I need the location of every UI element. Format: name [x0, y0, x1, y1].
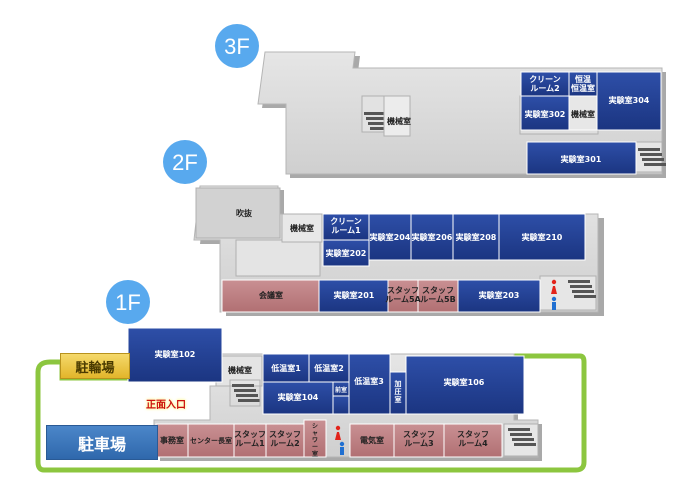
room-label: 吹抜 [236, 208, 253, 218]
floor-3f: 3F [215, 24, 666, 178]
room-staff4[interactable] [443, 423, 503, 458]
room-label: 事務室 [160, 435, 184, 445]
room-label: 低温室1 [270, 363, 301, 373]
room-machine-3f [383, 95, 411, 137]
room-label: 会議室 [259, 290, 283, 300]
room-lab104[interactable] [262, 381, 334, 415]
room-lab301[interactable] [526, 141, 637, 175]
restroom-icon [335, 425, 345, 455]
room-label: 加圧室 [394, 379, 402, 404]
room-staff2[interactable] [265, 423, 305, 458]
room-label: センター長室 [190, 436, 232, 445]
room-lab203[interactable] [457, 279, 541, 313]
room-label: クリーンルーム1 [330, 216, 362, 235]
room-label: 機械室 [387, 116, 411, 126]
room-label: 実験室204 [370, 232, 411, 242]
floor-1f: 1F [106, 280, 542, 461]
floor-badge-1f[interactable]: 1F [106, 280, 150, 324]
room-low1[interactable] [262, 353, 310, 383]
room-lab302[interactable] [520, 95, 570, 131]
room-label: 機械室 [228, 365, 252, 375]
room-label: スタッフルーム4 [457, 429, 489, 448]
room-lab202[interactable] [322, 239, 370, 267]
room-label: 恒温恒温室 [571, 74, 595, 93]
room-director[interactable] [187, 423, 235, 458]
room-machine3b [568, 95, 598, 131]
room-label: スタッフルーム5B [420, 285, 455, 304]
room-label: 実験室206 [412, 232, 453, 242]
room-label: 前室 [335, 386, 347, 394]
room-lab201[interactable] [318, 279, 389, 313]
room-meeting[interactable] [221, 279, 320, 313]
svg-text:2F: 2F [172, 150, 198, 175]
room-label: 実験室104 [278, 392, 319, 402]
room-machine-2f [281, 213, 323, 243]
room-label: スタッフルーム2 [269, 429, 301, 448]
room-label: シャワー室 [312, 423, 318, 458]
room-label: 機械室 [290, 223, 314, 233]
car-parking-label: 駐車場 [46, 425, 158, 460]
room-shower[interactable] [303, 419, 327, 458]
room-label: 実験室106 [444, 377, 485, 387]
room-label: 実験室302 [525, 109, 566, 119]
room-front[interactable] [332, 395, 350, 415]
room-staff3[interactable] [393, 423, 445, 458]
room-lab206[interactable] [410, 213, 454, 261]
svg-text:1F: 1F [115, 290, 141, 315]
room-label: 実験室102 [155, 349, 196, 359]
bike-parking-label: 駐輪場 [60, 353, 130, 379]
room-label: 実験室304 [609, 95, 650, 105]
room-label: 電気室 [360, 435, 384, 445]
room-electric[interactable] [349, 423, 395, 458]
room-labels: クリーンルーム2 恒温恒温室 実験室304 実験室302 機械室 機械室 実験室… [155, 74, 650, 458]
room-atrium [195, 187, 281, 239]
room-staff5b[interactable] [417, 279, 459, 313]
floor-badge-3f[interactable]: 3F [215, 24, 259, 68]
floor-badge-2f[interactable]: 2F [163, 140, 207, 184]
room-label: 機械室 [571, 109, 595, 119]
room-lab304[interactable] [596, 71, 662, 131]
room-label: クリーンルーム2 [529, 74, 561, 93]
room-low3[interactable] [348, 353, 391, 415]
svg-text:3F: 3F [224, 34, 250, 59]
room-label: 実験室301 [561, 154, 602, 164]
room-label: スタッフルーム5A [385, 285, 421, 304]
room-low2[interactable] [308, 353, 350, 383]
room-lab210[interactable] [498, 213, 586, 261]
room-staff1[interactable] [233, 423, 267, 458]
room-lab102[interactable] [127, 327, 223, 383]
main-entrance-label[interactable]: 正面入口 [146, 399, 186, 411]
room-label: 低温室3 [353, 376, 384, 386]
floor-2f: 2F [163, 140, 604, 316]
room-label: スタッフルーム3 [403, 429, 435, 448]
room-lab106[interactable] [405, 355, 525, 415]
restroom-icon [551, 279, 557, 310]
room-lab204[interactable] [368, 213, 412, 261]
room-label: 実験室208 [456, 232, 497, 242]
room-label: 実験室201 [334, 290, 375, 300]
room-label: 低温室2 [313, 363, 344, 373]
room-label: スタッフルーム1 [234, 429, 266, 448]
room-label: 実験室203 [479, 290, 520, 300]
room-label: 実験室210 [522, 232, 563, 242]
room-lab208[interactable] [452, 213, 500, 261]
room-label: 実験室202 [326, 248, 367, 258]
